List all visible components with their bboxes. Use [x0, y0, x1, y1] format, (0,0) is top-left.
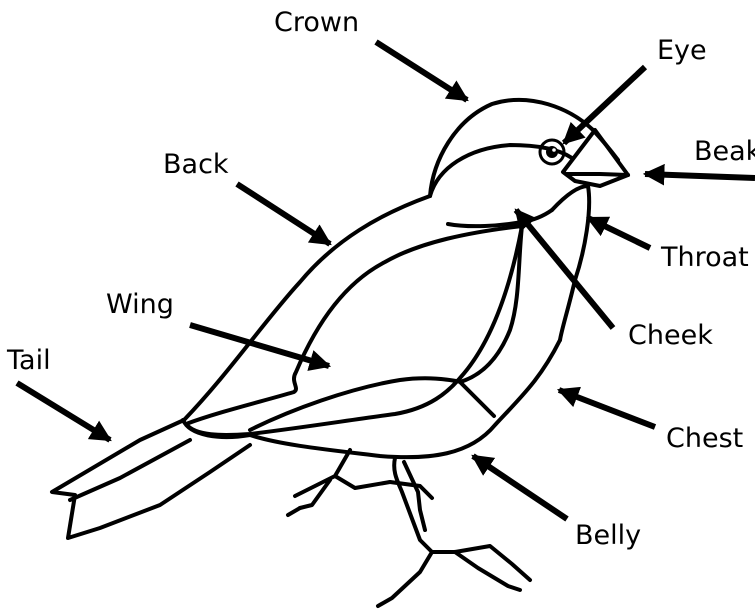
- label-cheek: Cheek: [628, 322, 713, 349]
- label-crown: Crown: [274, 9, 359, 36]
- chest-divider: [460, 226, 522, 382]
- eye-arrow: [564, 67, 645, 143]
- leg-left: [295, 450, 390, 508]
- label-belly: Belly: [575, 522, 641, 549]
- crown-arrow: [376, 42, 467, 100]
- label-throat: Throat: [661, 244, 749, 271]
- beak-arrow: [645, 174, 755, 178]
- label-back: Back: [163, 151, 229, 178]
- eye-highlight: [552, 148, 556, 152]
- throat-arrow: [588, 218, 650, 248]
- eye-pupil: [546, 146, 558, 158]
- head-outline: [430, 100, 618, 196]
- tail-arrow: [17, 383, 110, 440]
- label-tail: Tail: [7, 347, 51, 374]
- beak-mouth-line: [567, 174, 628, 175]
- wing-bottom-line: [460, 382, 494, 416]
- label-beak: Beak: [694, 138, 755, 165]
- label-chest: Chest: [666, 425, 743, 452]
- wing-outline: [186, 226, 522, 435]
- label-wing: Wing: [106, 291, 174, 318]
- cheek-arrow: [516, 210, 613, 328]
- chest-arrow: [559, 390, 655, 427]
- belly-arrow: [473, 456, 567, 519]
- back-arrow: [237, 184, 330, 244]
- label-eye: Eye: [657, 37, 707, 64]
- face-lower-line: [448, 210, 552, 226]
